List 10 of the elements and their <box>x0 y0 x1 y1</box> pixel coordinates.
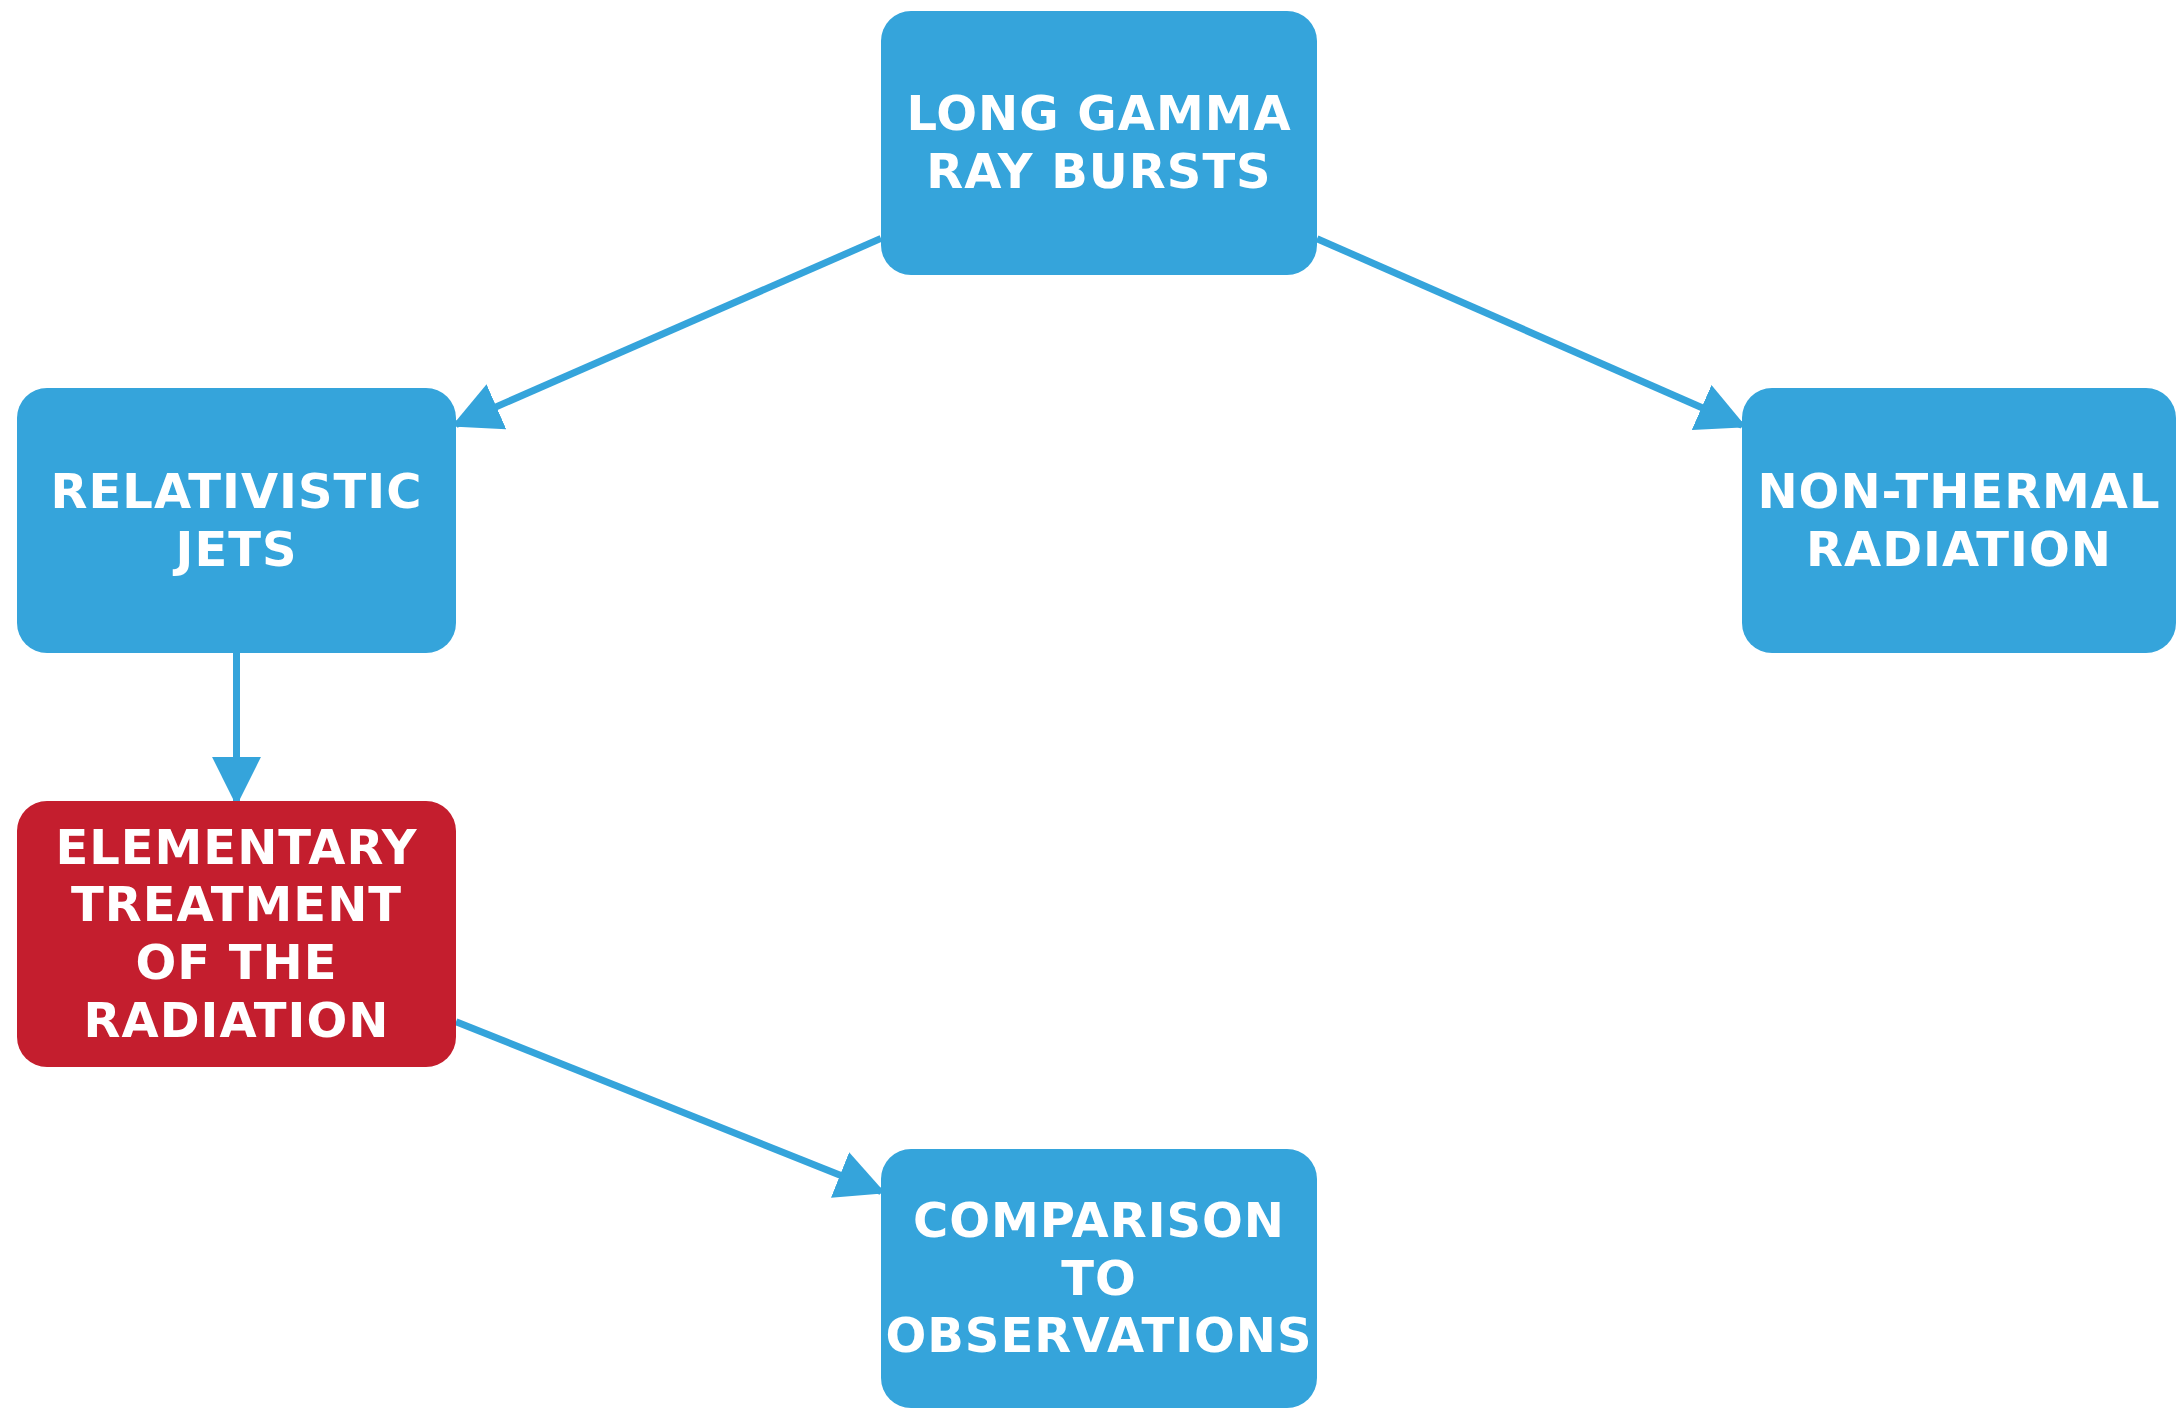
box-label: ELEMENTARY TREATMENT OF THE RADIATION <box>54 818 419 1050</box>
box-label: COMPARISON TO OBSERVATIONS <box>885 1192 1313 1365</box>
box-label: LONG GAMMA RAY BURSTS <box>905 85 1293 201</box>
process-box <box>1742 388 2176 653</box>
highlighted-process-box <box>17 801 456 1067</box>
box-label: NON-THERMAL RADIATION <box>1756 462 2162 579</box>
process-box <box>881 11 1317 275</box>
box-label: RELATIVISTIC JETS <box>49 462 424 579</box>
process-box <box>881 1149 1317 1408</box>
process-box <box>17 388 456 653</box>
